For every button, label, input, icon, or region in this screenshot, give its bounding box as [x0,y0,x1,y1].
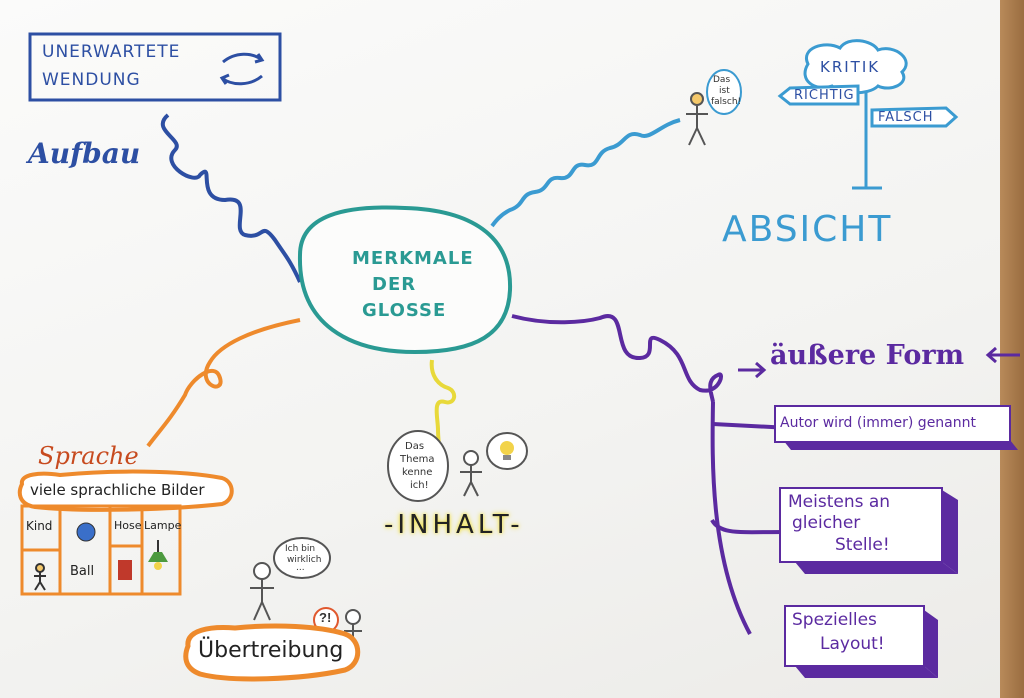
signpost-icon [777,39,959,190]
absicht-speech-line-2: ist [719,86,730,96]
center-line-2: DER [372,274,417,295]
inhalt-speech-line-1: Das [405,441,425,452]
ueber-speech-bubble [273,537,331,579]
form-box-2-line-2: gleicher [792,513,861,533]
sprache-subtitle: viele sprachliche Bilder [30,481,205,499]
form-label: äußere Form [770,340,965,371]
form-box-3-line-2: Layout! [820,634,885,654]
form-box-2 [779,487,958,574]
question-mark-icon: ?! [319,610,332,625]
child-icon [34,563,46,591]
inhalt-speech-line-3: kenne [402,467,433,478]
absicht-speech-line-3: falsch! [711,97,742,107]
pants-icon [118,560,132,580]
ueber-speech-line-3: ... [296,563,305,573]
form-arrow-right [985,346,1020,364]
sprache-word-grid [20,504,182,596]
aufbau-note-box [28,32,282,102]
lightbulb-icon [486,432,528,470]
sprache-label: Sprache [38,442,139,470]
sign-label-falsch: FALSCH [878,110,934,125]
absicht-label: ABSICHT [722,209,893,250]
aufbau-connector [160,113,302,283]
aufbau-note-line-1: UNERWARTETE [42,42,181,62]
form-box-1-text: Autor wird (immer) genannt [780,415,976,431]
form-connector [511,314,723,403]
sign-label-richtig: RICHTIG [794,88,855,103]
inhalt-label: -INHALT- [384,510,524,540]
ueber-speech-line-1: Ich bin [285,544,316,554]
aufbau-note-line-2: WENDUNG [42,70,141,90]
cycle-arrows-icon [219,52,265,86]
grid-cell-ball: Ball [70,564,95,579]
form-box-3 [784,605,938,678]
cloud-label-kritik: KRITIK [820,58,881,76]
inhalt-speech-line-4: ich! [410,480,429,491]
form-box-3-line-1: Spezielles [792,610,877,630]
absicht-speech-bubble [706,69,742,115]
form-arrow-left [738,361,767,379]
inhalt-speech-bubble [387,430,449,502]
absicht-speech-line-1: Das [713,75,731,85]
grid-cell-kind: Kind [26,519,53,533]
grid-cell-hose: Hose [114,519,142,532]
table-edge [1000,0,1024,698]
form-box-2-line-3: Stelle! [835,535,890,555]
ueber-speech-line-2: wirklich [287,555,322,565]
form-box-1 [774,405,1018,450]
ball-icon [76,522,96,542]
ueber-label-blob [183,623,361,682]
form-box-2-line-1: Meistens an [788,492,891,512]
center-line-1: MERKMALE [352,248,474,269]
ueber-stick-figure [250,562,274,621]
inhalt-speech-line-2: Thema [400,454,435,465]
ueber-label: Übertreibung [198,638,344,663]
inhalt-stick-figure [460,450,482,497]
absicht-stick-figure [686,92,708,146]
center-line-3: GLOSSE [362,300,447,321]
sprache-connector [146,318,301,448]
center-node [297,205,513,355]
inhalt-connector [429,359,457,463]
absicht-connector [490,118,681,228]
lamp-icon [148,540,168,570]
grid-cell-lampe: Lampe [144,519,182,532]
aufbau-label: Aufbau [28,137,141,170]
